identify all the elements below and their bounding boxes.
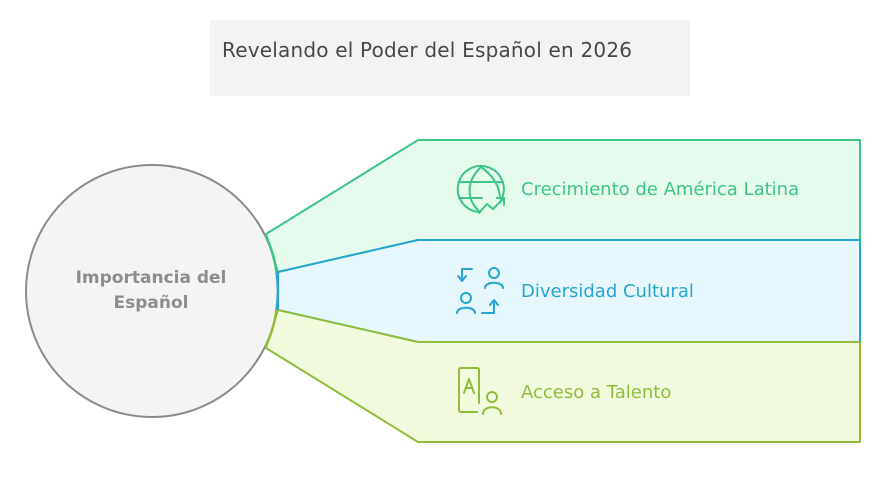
item-label-crecimiento: Crecimiento de América Latina (521, 179, 800, 200)
diagram-title: Revelando el Poder del Español en 2026 (222, 38, 633, 62)
center-label-line1: Importancia del (75, 268, 227, 288)
arc-green (264, 234, 278, 273)
arc-lime (264, 309, 278, 348)
title-box: Revelando el Poder del Español en 2026 (210, 20, 690, 96)
arc-blue (275, 271, 280, 311)
item-label-diversidad: Diversidad Cultural (521, 281, 694, 302)
band-acceso (265, 309, 861, 443)
center-label-line2: Español (113, 293, 189, 313)
talent-access-icon (458, 367, 502, 415)
people-exchange-icon (456, 267, 504, 314)
center-label: Importancia del Español (27, 266, 275, 316)
item-label-acceso: Acceso a Talento (521, 382, 672, 403)
globe-growth-icon (456, 165, 505, 214)
